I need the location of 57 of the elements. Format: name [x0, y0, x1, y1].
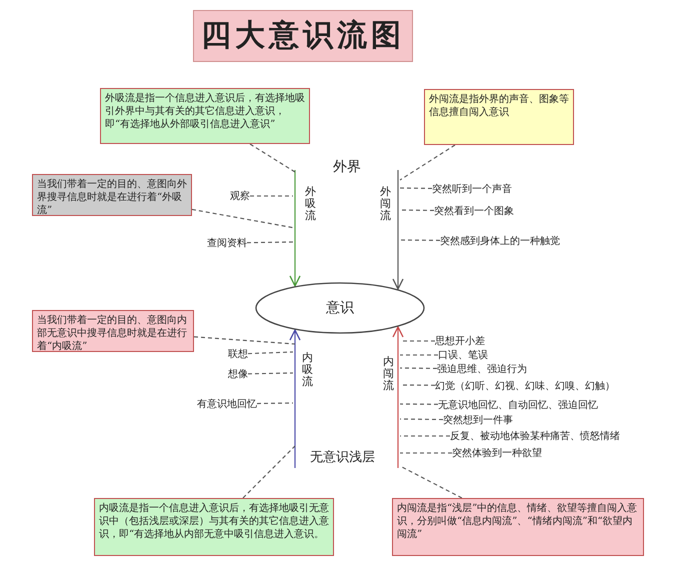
leader-line [400, 418, 443, 420]
leader-line [242, 446, 296, 498]
item-label: 查阅资料 [207, 236, 247, 250]
edge-label: 外吸流 [305, 186, 316, 222]
leader-line [247, 241, 293, 244]
leader-line [400, 354, 438, 356]
item-label: 口误、笔误 [438, 348, 488, 362]
leader-line [400, 466, 462, 498]
item-label: 幻觉（幻听、幻视、幻味、幻嗅、幻触） [435, 379, 615, 393]
title: 四大意识流图 [193, 10, 413, 62]
item-label: 突然听到一个声音 [432, 182, 512, 196]
item-label: 观察 [230, 189, 250, 203]
item-label: 突然想到一件事 [443, 413, 513, 427]
item-label: 无意识地回忆、自动回忆、强迫回忆 [438, 398, 598, 412]
region-label: 外界 [333, 158, 361, 176]
item-label: 有意识地回忆 [197, 397, 257, 411]
item-label: 联想 [228, 347, 248, 361]
leader-line [400, 144, 456, 180]
note-box: 外吸流是指一个信息进入意识后，有选择地吸引外界中与其有关的其它信息进入意识，即“有选择地从外部吸引信息进入意识” [100, 88, 310, 144]
leader-line [400, 452, 452, 454]
leader-line [248, 351, 294, 354]
item-label: 突然看到一个图象 [434, 204, 514, 218]
item-label: 突然感到身体上的一种触觉 [440, 234, 560, 248]
item-label: 思想开小差 [435, 334, 485, 348]
arrow [289, 329, 301, 468]
leader-line [400, 209, 434, 211]
region-label: 无意识浅层 [310, 449, 375, 466]
leader-line [400, 340, 435, 342]
leader-line [248, 372, 293, 374]
leader-line [250, 144, 296, 172]
leader-line [400, 367, 437, 369]
leader-line [192, 208, 296, 229]
note-box: 当我们带着一定的目的、意图向外界搜寻信息时就是在进行着“外吸流” [32, 174, 192, 216]
leader-line [400, 384, 435, 386]
consciousness-ellipse [255, 282, 425, 334]
edge-label: 外闯流 [380, 186, 391, 222]
leader-line [400, 187, 432, 189]
leader-line [400, 403, 438, 405]
leader-line [257, 402, 293, 404]
item-label: 反复、被动地体验某种痛苦、愤怒情绪 [450, 429, 620, 443]
arrow [392, 326, 404, 468]
edge-label: 内闯流 [383, 356, 394, 392]
note-box: 内闯流是指“浅层”中的信息、情绪、欲望等擅自闯入意识，分别叫做“信息内闯流”、“情绪内闯流”和“欲望内闯流” [392, 498, 644, 556]
item-label: 强迫思维、强迫行为 [437, 362, 527, 376]
item-label: 突然体验到一种欲望 [452, 446, 542, 460]
edge-label: 内吸流 [302, 352, 313, 388]
note-box: 内吸流是指一个信息进入意识后，有选择地吸引无意识中（包括浅层或深层）与其有关的其它信息进入意识，即“有选择地从内部无意中吸引信息进入意识。 [94, 498, 334, 556]
leader-line [250, 195, 293, 197]
leader-line [400, 435, 450, 437]
leader-line [194, 336, 296, 345]
arrow [392, 170, 404, 290]
note-box: 当我们带着一定的目的、意图向内部无意识中搜寻信息时就是在进行着“内吸流” [32, 310, 194, 352]
leader-line [400, 239, 440, 241]
arrow [289, 170, 301, 287]
note-box: 外闯流是指外界的声音、图象等信息擅自闯入意识 [424, 89, 574, 145]
node-text: 意识 [325, 299, 355, 318]
item-label: 想像 [228, 367, 248, 381]
